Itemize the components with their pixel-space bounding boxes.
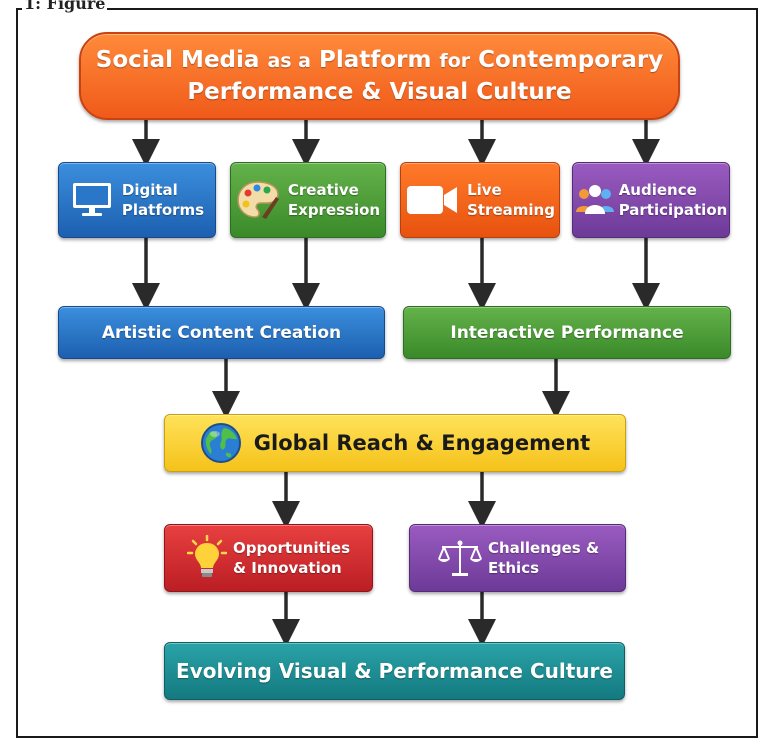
main-title-box: Social Media as a Platform for Contempor…	[79, 32, 680, 120]
artistic-content-creation-box: Artistic Content Creation	[58, 306, 385, 359]
scales-icon	[436, 535, 484, 581]
flow-arrows	[132, 120, 660, 647]
audience-participation-box: Audience Participation	[572, 162, 730, 238]
live-streaming-label: Live Streaming	[467, 181, 555, 219]
figure-label: 1: Figure	[22, 0, 108, 13]
global-reach-box: Global Reach & Engagement	[164, 414, 626, 472]
opportunities-innovation-box: Opportunities & Innovation	[164, 524, 373, 592]
title-line-2: Performance & Visual Culture	[187, 78, 572, 105]
creative-expression-label: Creative Expression	[287, 181, 381, 219]
digital-platforms-label: Digital Platforms	[121, 181, 205, 219]
audience-participation-label: Audience Participation	[618, 181, 728, 219]
live-streaming-box: Live Streaming	[400, 162, 560, 238]
challenges-ethics-box: Challenges & Ethics	[409, 524, 626, 592]
palette-icon	[236, 178, 280, 222]
creative-expression-box: Creative Expression	[230, 162, 386, 238]
monitor-icon	[70, 178, 114, 222]
digital-platforms-box: Digital Platforms	[58, 162, 216, 238]
opportunities-innovation-label: Opportunities & Innovation	[232, 539, 350, 577]
globe-icon	[200, 422, 242, 464]
evolving-culture-box: Evolving Visual & Performance Culture	[164, 642, 625, 700]
challenges-ethics-label: Challenges & Ethics	[487, 539, 600, 577]
title-line-1: Social Media as a Platform for Contempor…	[95, 46, 664, 73]
global-reach-label: Global Reach & Engagement	[253, 431, 591, 455]
video-camera-icon	[405, 178, 459, 222]
people-icon	[575, 178, 615, 222]
lightbulb-icon	[186, 535, 227, 581]
interactive-performance-box: Interactive Performance	[403, 306, 731, 359]
